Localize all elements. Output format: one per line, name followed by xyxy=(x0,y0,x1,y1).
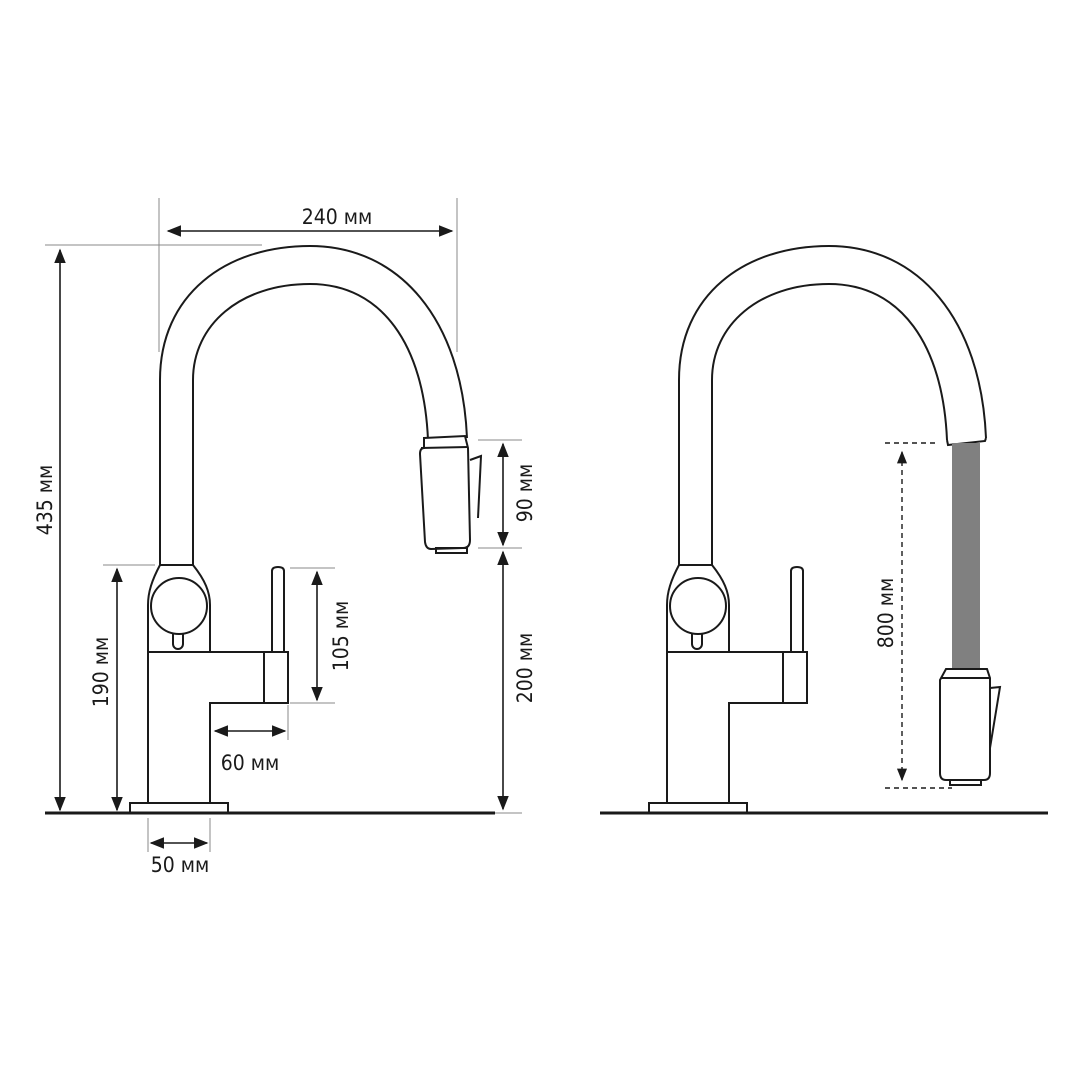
spray-trigger xyxy=(989,685,1002,749)
label-total-height: 435 мм xyxy=(33,465,57,536)
label-lever-height: 105 мм xyxy=(329,601,353,672)
dimension-total-height: 435 мм xyxy=(33,244,262,812)
dimension-head-height: 90 мм xyxy=(478,439,537,549)
label-outlet-depth: 60 мм xyxy=(221,751,280,775)
label-head-height: 90 мм xyxy=(513,464,537,523)
spout xyxy=(159,244,468,565)
lever-handle xyxy=(790,565,804,652)
faucet-right xyxy=(648,244,987,814)
dimension-lever-height: 105 мм xyxy=(290,567,353,704)
mixer-cartridge xyxy=(669,577,727,635)
label-base-width: 50 мм xyxy=(151,853,210,877)
faucet-left xyxy=(129,244,483,814)
spray-head xyxy=(418,434,472,551)
label-body-height: 190 мм xyxy=(89,637,113,708)
faucet-body xyxy=(147,651,289,804)
spray-trigger xyxy=(469,454,483,519)
base-plate xyxy=(648,802,748,814)
label-spout-clearance: 200 мм xyxy=(513,633,537,704)
label-spout-reach: 240 мм xyxy=(302,205,373,229)
label-hose-length: 800 мм xyxy=(874,578,898,649)
spout xyxy=(678,244,987,565)
spray-head-extended xyxy=(939,668,1002,786)
dimension-body-height: 190 мм xyxy=(89,564,155,812)
lever-handle xyxy=(271,565,285,652)
base-plate xyxy=(129,802,229,814)
pull-out-hose xyxy=(952,443,980,670)
mixer-cartridge xyxy=(150,577,208,635)
dimension-spout-clearance: 200 мм xyxy=(495,550,537,814)
dimension-hose-length: 800 мм xyxy=(874,442,952,789)
faucet-body xyxy=(666,651,808,804)
dimension-outlet-depth: 60 мм xyxy=(213,705,289,775)
dimension-base-width: 50 мм xyxy=(147,818,211,877)
dimension-spout-reach: 240 мм xyxy=(158,198,458,352)
